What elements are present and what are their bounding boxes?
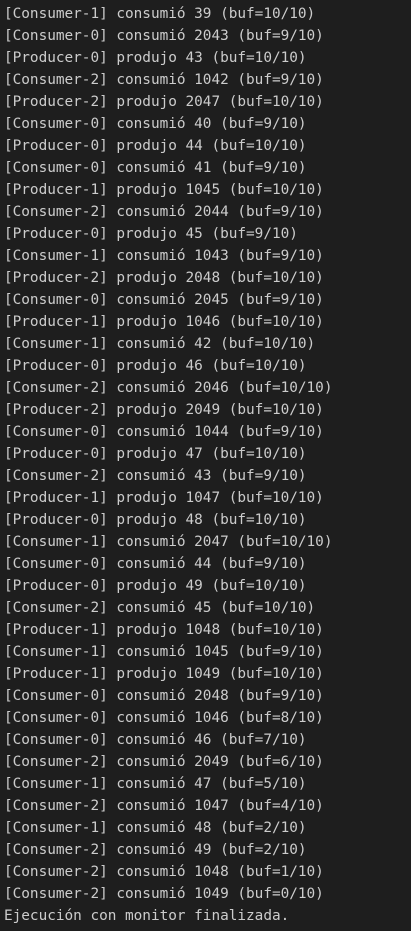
- terminal-line: [Consumer-1] consumió 47 (buf=5/10): [4, 776, 307, 792]
- terminal-line: [Producer-1] produjo 1045 (buf=10/10): [4, 182, 324, 198]
- terminal-line: [Producer-2] produjo 2047 (buf=10/10): [4, 94, 324, 110]
- terminal-line: [Consumer-2] consumió 43 (buf=9/10): [4, 468, 307, 484]
- terminal-line: [Consumer-1] consumió 2047 (buf=10/10): [4, 534, 333, 550]
- terminal-line: [Consumer-0] consumió 41 (buf=9/10): [4, 160, 307, 176]
- terminal-line: [Producer-1] produjo 1047 (buf=10/10): [4, 490, 324, 506]
- terminal-line: [Consumer-2] consumió 49 (buf=2/10): [4, 842, 307, 858]
- terminal-line: [Consumer-0] consumió 2048 (buf=9/10): [4, 688, 324, 704]
- terminal-final-message: Ejecución con monitor finalizada.: [4, 908, 290, 924]
- terminal-line: [Consumer-1] consumió 1043 (buf=9/10): [4, 248, 324, 264]
- terminal-line: [Consumer-2] consumió 2046 (buf=10/10): [4, 380, 333, 396]
- terminal-line: [Consumer-1] consumió 1045 (buf=9/10): [4, 644, 324, 660]
- terminal-line: [Consumer-2] consumió 1042 (buf=9/10): [4, 72, 324, 88]
- terminal-line: [Consumer-0] consumió 2045 (buf=9/10): [4, 292, 324, 308]
- terminal-line: [Producer-0] produjo 43 (buf=10/10): [4, 50, 307, 66]
- terminal-line: [Producer-1] produjo 1046 (buf=10/10): [4, 314, 324, 330]
- terminal-line: [Consumer-1] consumió 48 (buf=2/10): [4, 820, 307, 836]
- terminal-line: [Consumer-0] consumió 2043 (buf=9/10): [4, 28, 324, 44]
- terminal-line: [Producer-0] produjo 48 (buf=10/10): [4, 512, 307, 528]
- terminal-line: [Consumer-0] consumió 46 (buf=7/10): [4, 732, 307, 748]
- terminal-line: [Producer-1] produjo 1049 (buf=10/10): [4, 666, 324, 682]
- terminal-line: [Consumer-0] consumió 1046 (buf=8/10): [4, 710, 324, 726]
- terminal-line: [Producer-0] produjo 49 (buf=10/10): [4, 578, 307, 594]
- terminal-line: [Producer-2] produjo 2048 (buf=10/10): [4, 270, 324, 286]
- terminal-line: [Producer-2] produjo 2049 (buf=10/10): [4, 402, 324, 418]
- terminal-line: [Consumer-2] consumió 45 (buf=10/10): [4, 600, 316, 616]
- terminal-line: [Consumer-0] consumió 1044 (buf=9/10): [4, 424, 324, 440]
- terminal-line: [Consumer-1] consumió 39 (buf=10/10): [4, 6, 316, 22]
- terminal-line: [Producer-0] produjo 44 (buf=10/10): [4, 138, 307, 154]
- terminal-line: [Producer-0] produjo 46 (buf=10/10): [4, 358, 307, 374]
- terminal-line: [Producer-0] produjo 47 (buf=10/10): [4, 446, 307, 462]
- terminal-line: [Consumer-0] consumió 44 (buf=9/10): [4, 556, 307, 572]
- terminal-line: [Consumer-2] consumió 2049 (buf=6/10): [4, 754, 324, 770]
- terminal-line: [Consumer-0] consumió 40 (buf=9/10): [4, 116, 307, 132]
- terminal-line: [Consumer-2] consumió 1048 (buf=1/10): [4, 864, 324, 880]
- terminal-line: [Producer-0] produjo 45 (buf=9/10): [4, 226, 298, 242]
- terminal-line: [Producer-1] produjo 1048 (buf=10/10): [4, 622, 324, 638]
- terminal-line: [Consumer-1] consumió 42 (buf=10/10): [4, 336, 316, 352]
- terminal-line: [Consumer-2] consumió 2044 (buf=9/10): [4, 204, 324, 220]
- terminal-line: [Consumer-2] consumió 1047 (buf=4/10): [4, 798, 324, 814]
- terminal-line: [Consumer-2] consumió 1049 (buf=0/10): [4, 886, 324, 902]
